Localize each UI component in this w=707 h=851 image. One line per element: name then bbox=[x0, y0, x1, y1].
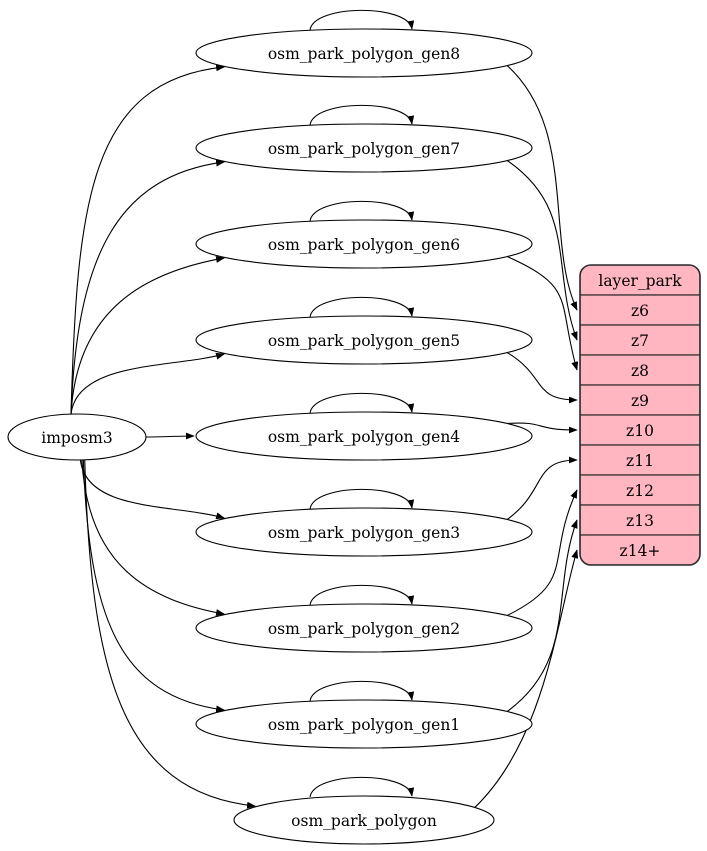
node-osm_park_polygon_gen8: osm_park_polygon_gen8 bbox=[195, 28, 533, 78]
table-row-z10 bbox=[580, 414, 700, 446]
edges-from-imposm3 bbox=[70, 64, 256, 809]
edge-imposm3-to-osm_park_polygon_gen8 bbox=[70, 64, 226, 415]
edges-to-layer-park bbox=[474, 65, 579, 808]
edge-osm_park_polygon_gen3-to-z11 bbox=[506, 456, 578, 520]
edge-imposm3-to-osm_park_polygon_gen3 bbox=[79, 459, 226, 520]
table-row-z7 bbox=[580, 324, 700, 356]
node-osm_park_polygon_gen4: osm_park_polygon_gen4 bbox=[195, 411, 533, 461]
self-loop-osm_park_polygon_gen6 bbox=[309, 200, 415, 222]
table-row-z12 bbox=[580, 474, 700, 506]
edge-imposm3-to-osm_park_polygon_gen5 bbox=[70, 352, 226, 415]
node-ellipse bbox=[233, 795, 495, 845]
self-loop-osm_park_polygon_gen7 bbox=[309, 104, 415, 126]
edge-osm_park_polygon_gen8-to-z6 bbox=[506, 65, 578, 311]
node-label: osm_park_polygon_gen7 bbox=[268, 140, 460, 158]
table-row-label: z10 bbox=[626, 422, 654, 440]
node-ellipse bbox=[195, 699, 533, 749]
node-osm_park_polygon_gen2: osm_park_polygon_gen2 bbox=[195, 603, 533, 653]
node-osm_park_polygon_gen3: osm_park_polygon_gen3 bbox=[195, 507, 533, 557]
table-row-label: z6 bbox=[631, 302, 649, 320]
table-row-label: z9 bbox=[631, 392, 649, 410]
table-row-label: z14+ bbox=[620, 542, 661, 560]
edge-imposm3-to-osm_park_polygon bbox=[84, 459, 256, 809]
node-osm_park_polygon_gen7: osm_park_polygon_gen7 bbox=[195, 123, 533, 173]
self-loop-osm_park_polygon_gen1 bbox=[309, 680, 415, 702]
edge-osm_park_polygon_gen7-to-z7 bbox=[506, 160, 578, 341]
node-ellipse bbox=[195, 507, 533, 557]
node-label: osm_park_polygon_gen5 bbox=[268, 332, 460, 350]
self-loop-edges bbox=[309, 9, 415, 798]
self-loop-osm_park_polygon_gen5 bbox=[309, 296, 415, 318]
table-row-z14+ bbox=[580, 534, 700, 565]
edge-osm_park_polygon_gen6-to-z8 bbox=[506, 256, 579, 371]
node-ellipse bbox=[195, 28, 533, 78]
edge-osm_park_polygon_gen5-to-z9 bbox=[506, 352, 578, 404]
node-osm_park_polygon: osm_park_polygon bbox=[233, 795, 495, 845]
table-row-label: z13 bbox=[626, 512, 654, 530]
node-osm_park_polygon_gen1: osm_park_polygon_gen1 bbox=[195, 699, 533, 749]
layer-park-table: layer_park z6 z7 z8 z9 z10 z11 z12 z13 z14+ bbox=[579, 264, 701, 566]
node-label: imposm3 bbox=[41, 429, 112, 447]
node-osm_park_polygon_gen5: osm_park_polygon_gen5 bbox=[195, 315, 533, 365]
edge-osm_park_polygon_gen1-to-z13 bbox=[506, 519, 578, 712]
table-row-z9 bbox=[580, 384, 700, 416]
self-loop-osm_park_polygon_gen8 bbox=[309, 9, 415, 31]
node-label: osm_park_polygon_gen1 bbox=[268, 716, 460, 734]
node-ellipse bbox=[195, 123, 533, 173]
node-ellipse bbox=[195, 219, 533, 269]
edge-osm_park_polygon_gen2-to-z12 bbox=[506, 489, 578, 616]
node-ellipse bbox=[195, 315, 533, 365]
self-loop-osm_park_polygon_gen4 bbox=[309, 392, 415, 414]
self-loop-osm_park_polygon bbox=[309, 776, 415, 798]
edge-imposm3-to-osm_park_polygon_gen1 bbox=[82, 459, 226, 713]
table-row-label: z12 bbox=[626, 482, 654, 500]
node-label: osm_park_polygon_gen3 bbox=[268, 524, 460, 542]
table-row-label: z8 bbox=[631, 362, 649, 380]
edge-imposm3-to-osm_park_polygon_gen6 bbox=[70, 255, 226, 415]
node-ellipse bbox=[7, 413, 147, 461]
node-ellipse bbox=[195, 603, 533, 653]
table-row-label: z11 bbox=[626, 452, 654, 470]
node-label: osm_park_polygon_gen6 bbox=[268, 236, 460, 254]
table-row-z11 bbox=[580, 444, 700, 476]
edge-imposm3-to-osm_park_polygon_gen4 bbox=[145, 432, 195, 440]
edge-imposm3-to-osm_park_polygon_gen7 bbox=[70, 159, 226, 415]
node-label: osm_park_polygon bbox=[291, 812, 437, 830]
edge-osm_park_polygon-to-z14+ bbox=[474, 549, 579, 808]
node-label: osm_park_polygon_gen8 bbox=[268, 45, 460, 63]
node-label: osm_park_polygon_gen4 bbox=[268, 428, 460, 446]
node-imposm3: imposm3 bbox=[7, 413, 147, 461]
ellipse-nodes: osm_park_polygon_gen8 osm_park_polygon_ge… bbox=[7, 28, 533, 845]
self-loop-osm_park_polygon_gen3 bbox=[309, 488, 415, 510]
table-row-z13 bbox=[580, 504, 700, 536]
table-row-label: z7 bbox=[631, 332, 649, 350]
table-header-label: layer_park bbox=[598, 272, 682, 290]
node-label: osm_park_polygon_gen2 bbox=[268, 620, 460, 638]
node-osm_park_polygon_gen6: osm_park_polygon_gen6 bbox=[195, 219, 533, 269]
edge-osm_park_polygon_gen4-to-z10 bbox=[507, 422, 578, 434]
node-ellipse bbox=[195, 411, 533, 461]
self-loop-osm_park_polygon_gen2 bbox=[309, 584, 415, 606]
